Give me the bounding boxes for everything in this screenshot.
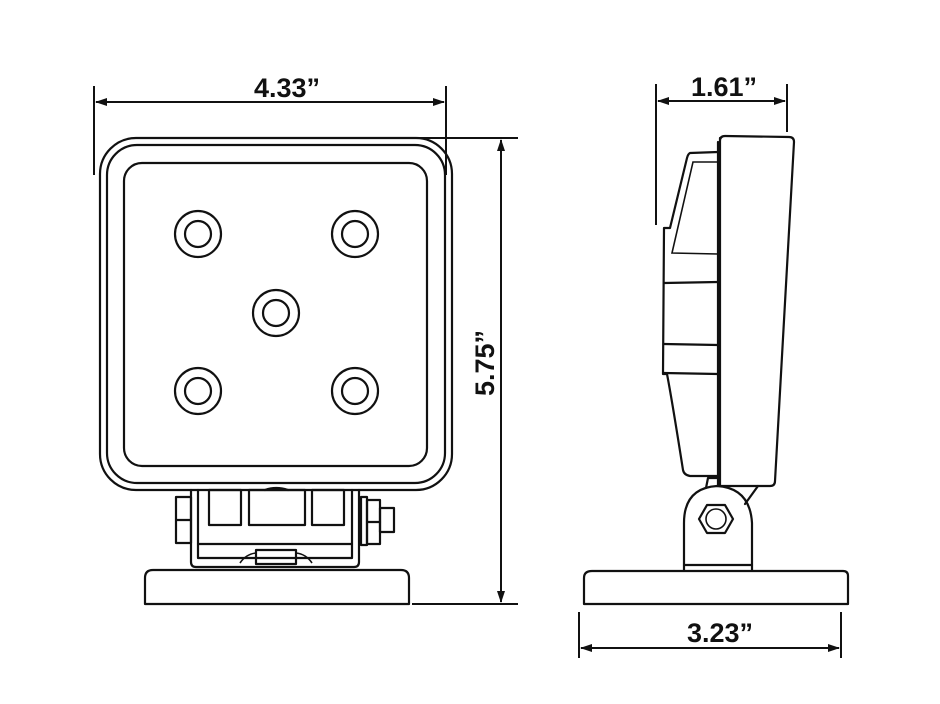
magnetic-base-side: [582, 569, 850, 606]
led-icon: [330, 366, 380, 416]
lens-panel: [122, 161, 429, 468]
magnetic-base-front: [143, 568, 411, 606]
base-width-label: 3.23”: [687, 618, 753, 648]
height-dimension: 5.75”: [412, 137, 518, 605]
led-icon: [251, 288, 301, 338]
rear-housing-upper-panel: [670, 161, 719, 255]
rear-housing-rib: [662, 280, 720, 285]
width-label: 4.33”: [254, 73, 320, 103]
side-view: 1.61” 3.23”: [578, 72, 850, 658]
hex-nut-icon: [697, 503, 735, 535]
height-label: 5.75”: [470, 330, 500, 396]
rear-housing: [661, 150, 720, 478]
front-view: 4.33”: [93, 73, 454, 606]
led-icon: [173, 209, 223, 259]
light-body: [718, 134, 796, 488]
housing-outer: [98, 136, 454, 492]
swivel-mount: [682, 476, 760, 572]
depth-label: 1.61”: [691, 72, 757, 102]
base-width-dimension: 3.23”: [578, 612, 842, 658]
led-icon: [173, 366, 223, 416]
width-dimension: 4.33”: [93, 73, 447, 175]
housing-inner-rim: [105, 143, 447, 485]
rear-housing-rib: [662, 342, 720, 347]
rear-housing-rib: [662, 371, 720, 376]
depth-dimension: 1.61”: [655, 72, 788, 225]
mount-bracket: [174, 488, 396, 569]
led-icon: [330, 209, 380, 259]
led-array: [173, 209, 380, 416]
